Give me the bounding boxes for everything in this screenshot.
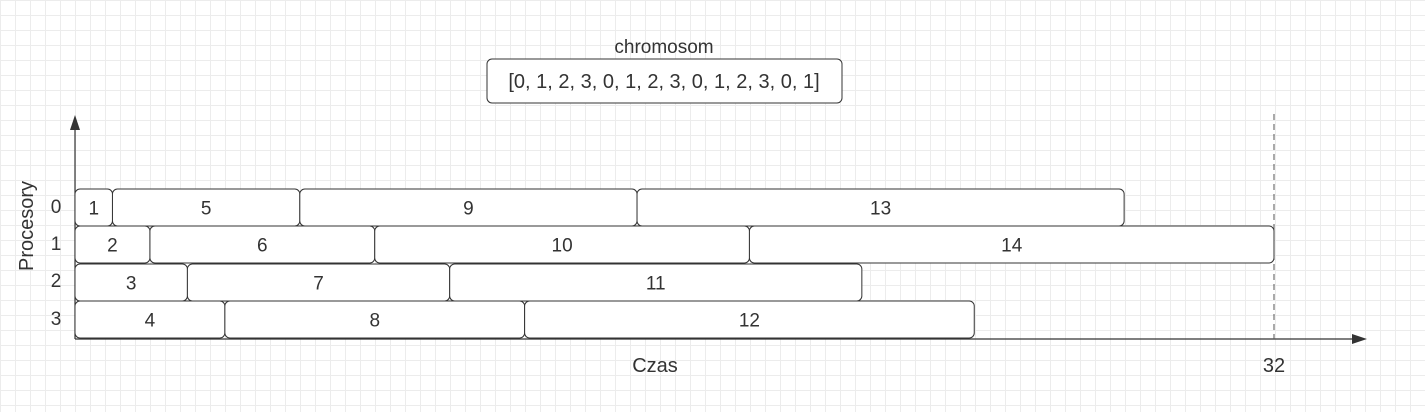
makespan-label: 32: [1263, 355, 1285, 377]
task-block-12: [524, 300, 975, 339]
task-block-14: [748, 225, 1275, 264]
task-label-1: 1: [88, 199, 99, 220]
task-label-7: 7: [313, 274, 324, 295]
chromosome-box: [486, 58, 843, 104]
x-axis-arrow: [1352, 334, 1367, 344]
processor-label-0: 0: [51, 197, 62, 218]
task-label-8: 8: [369, 311, 380, 332]
task-label-3: 3: [126, 274, 137, 295]
y-axis-label: Procesory: [16, 181, 38, 271]
task-label-9: 9: [463, 199, 474, 220]
task-label-2: 2: [107, 236, 118, 257]
task-label-10: 10: [552, 236, 573, 257]
x-axis-label: Czas: [632, 355, 678, 377]
processor-label-1: 1: [51, 234, 62, 255]
processor-label-2: 2: [51, 271, 62, 292]
task-label-11: 11: [646, 274, 666, 295]
task-label-5: 5: [201, 199, 212, 220]
task-label-6: 6: [257, 236, 268, 257]
y-axis-arrow: [70, 115, 80, 130]
task-blocks: 1 5 9 13 2 6 10 14 3 7 11 4 8 12: [74, 188, 1275, 339]
processor-label-3: 3: [51, 309, 62, 330]
chromosome-label: chromosom: [614, 37, 713, 58]
task-label-4: 4: [145, 311, 156, 332]
task-label-13: 13: [870, 199, 891, 220]
task-label-12: 12: [739, 311, 760, 332]
chromosome-value: [0, 1, 2, 3, 0, 1, 2, 3, 0, 1, 2, 3, 0, …: [508, 71, 819, 93]
task-label-14: 14: [1001, 236, 1023, 257]
